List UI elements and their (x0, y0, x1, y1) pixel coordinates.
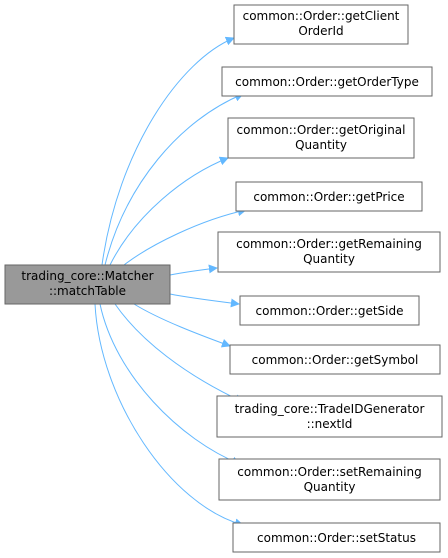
node-label-line-2: Quantity (304, 480, 356, 494)
edge-to-getRemainingQuantity (169, 264, 218, 276)
node-label-line-1: common::Order::getRemaining (236, 237, 422, 251)
node-getRemainingQuantity[interactable]: common::Order::getRemaining Quantity (217, 231, 441, 273)
node-label-line-2: Quantity (303, 252, 355, 266)
node-label-line-1: common::Order::getOriginal (237, 123, 406, 137)
node-label: common::Order::getPrice (253, 190, 404, 204)
node-label-line-2: ::nextId (307, 417, 353, 431)
node-setRemainingQuantity[interactable]: common::Order::setRemaining Quantity (218, 458, 441, 501)
node-label-line-1: common::Order::getClient (243, 9, 400, 23)
edge-to-getOriginalQuantity (109, 156, 229, 266)
node-getPrice[interactable]: common::Order::getPrice (235, 181, 423, 212)
node-label: common::Order::setStatus (257, 531, 416, 545)
node-label-line-2: OrderId (298, 24, 343, 38)
node-label: common::Order::getSide (256, 304, 404, 318)
edge-to-setStatus (94, 303, 244, 528)
source-label-line-1: trading_core::Matcher (21, 269, 153, 283)
edge-to-getPrice (123, 207, 247, 266)
edge-to-getSymbol (133, 303, 231, 348)
edge-to-nextId (114, 303, 244, 403)
edge-to-getOrderType (104, 92, 244, 266)
node-getSymbol[interactable]: common::Order::getSymbol (229, 344, 441, 375)
node-label-line-1: trading_core::TradeIDGenerator (235, 402, 425, 416)
node-label: common::Order::getOrderType (235, 75, 419, 89)
node-getOriginalQuantity[interactable]: common::Order::getOriginal Quantity (227, 117, 415, 159)
source-node-matchTable[interactable]: trading_core::Matcher ::matchTable (4, 264, 171, 305)
edges (94, 36, 247, 528)
edge-to-getClientOrderId (101, 36, 235, 266)
node-getSide[interactable]: common::Order::getSide (239, 295, 420, 326)
node-label-line-2: Quantity (295, 138, 347, 152)
source-label-line-2: ::matchTable (49, 284, 126, 298)
node-label: common::Order::getSymbol (252, 353, 419, 367)
node-getClientOrderId[interactable]: common::Order::getClient OrderId (233, 4, 409, 45)
node-setStatus[interactable]: common::Order::setStatus (232, 522, 441, 553)
node-label-line-1: common::Order::setRemaining (237, 465, 421, 479)
node-nextId[interactable]: trading_core::TradeIDGenerator ::nextId (216, 395, 443, 438)
edge-to-setRemainingQuantity (99, 303, 241, 466)
node-getOrderType[interactable]: common::Order::getOrderType (221, 66, 433, 97)
edge-to-getSide (169, 293, 240, 308)
